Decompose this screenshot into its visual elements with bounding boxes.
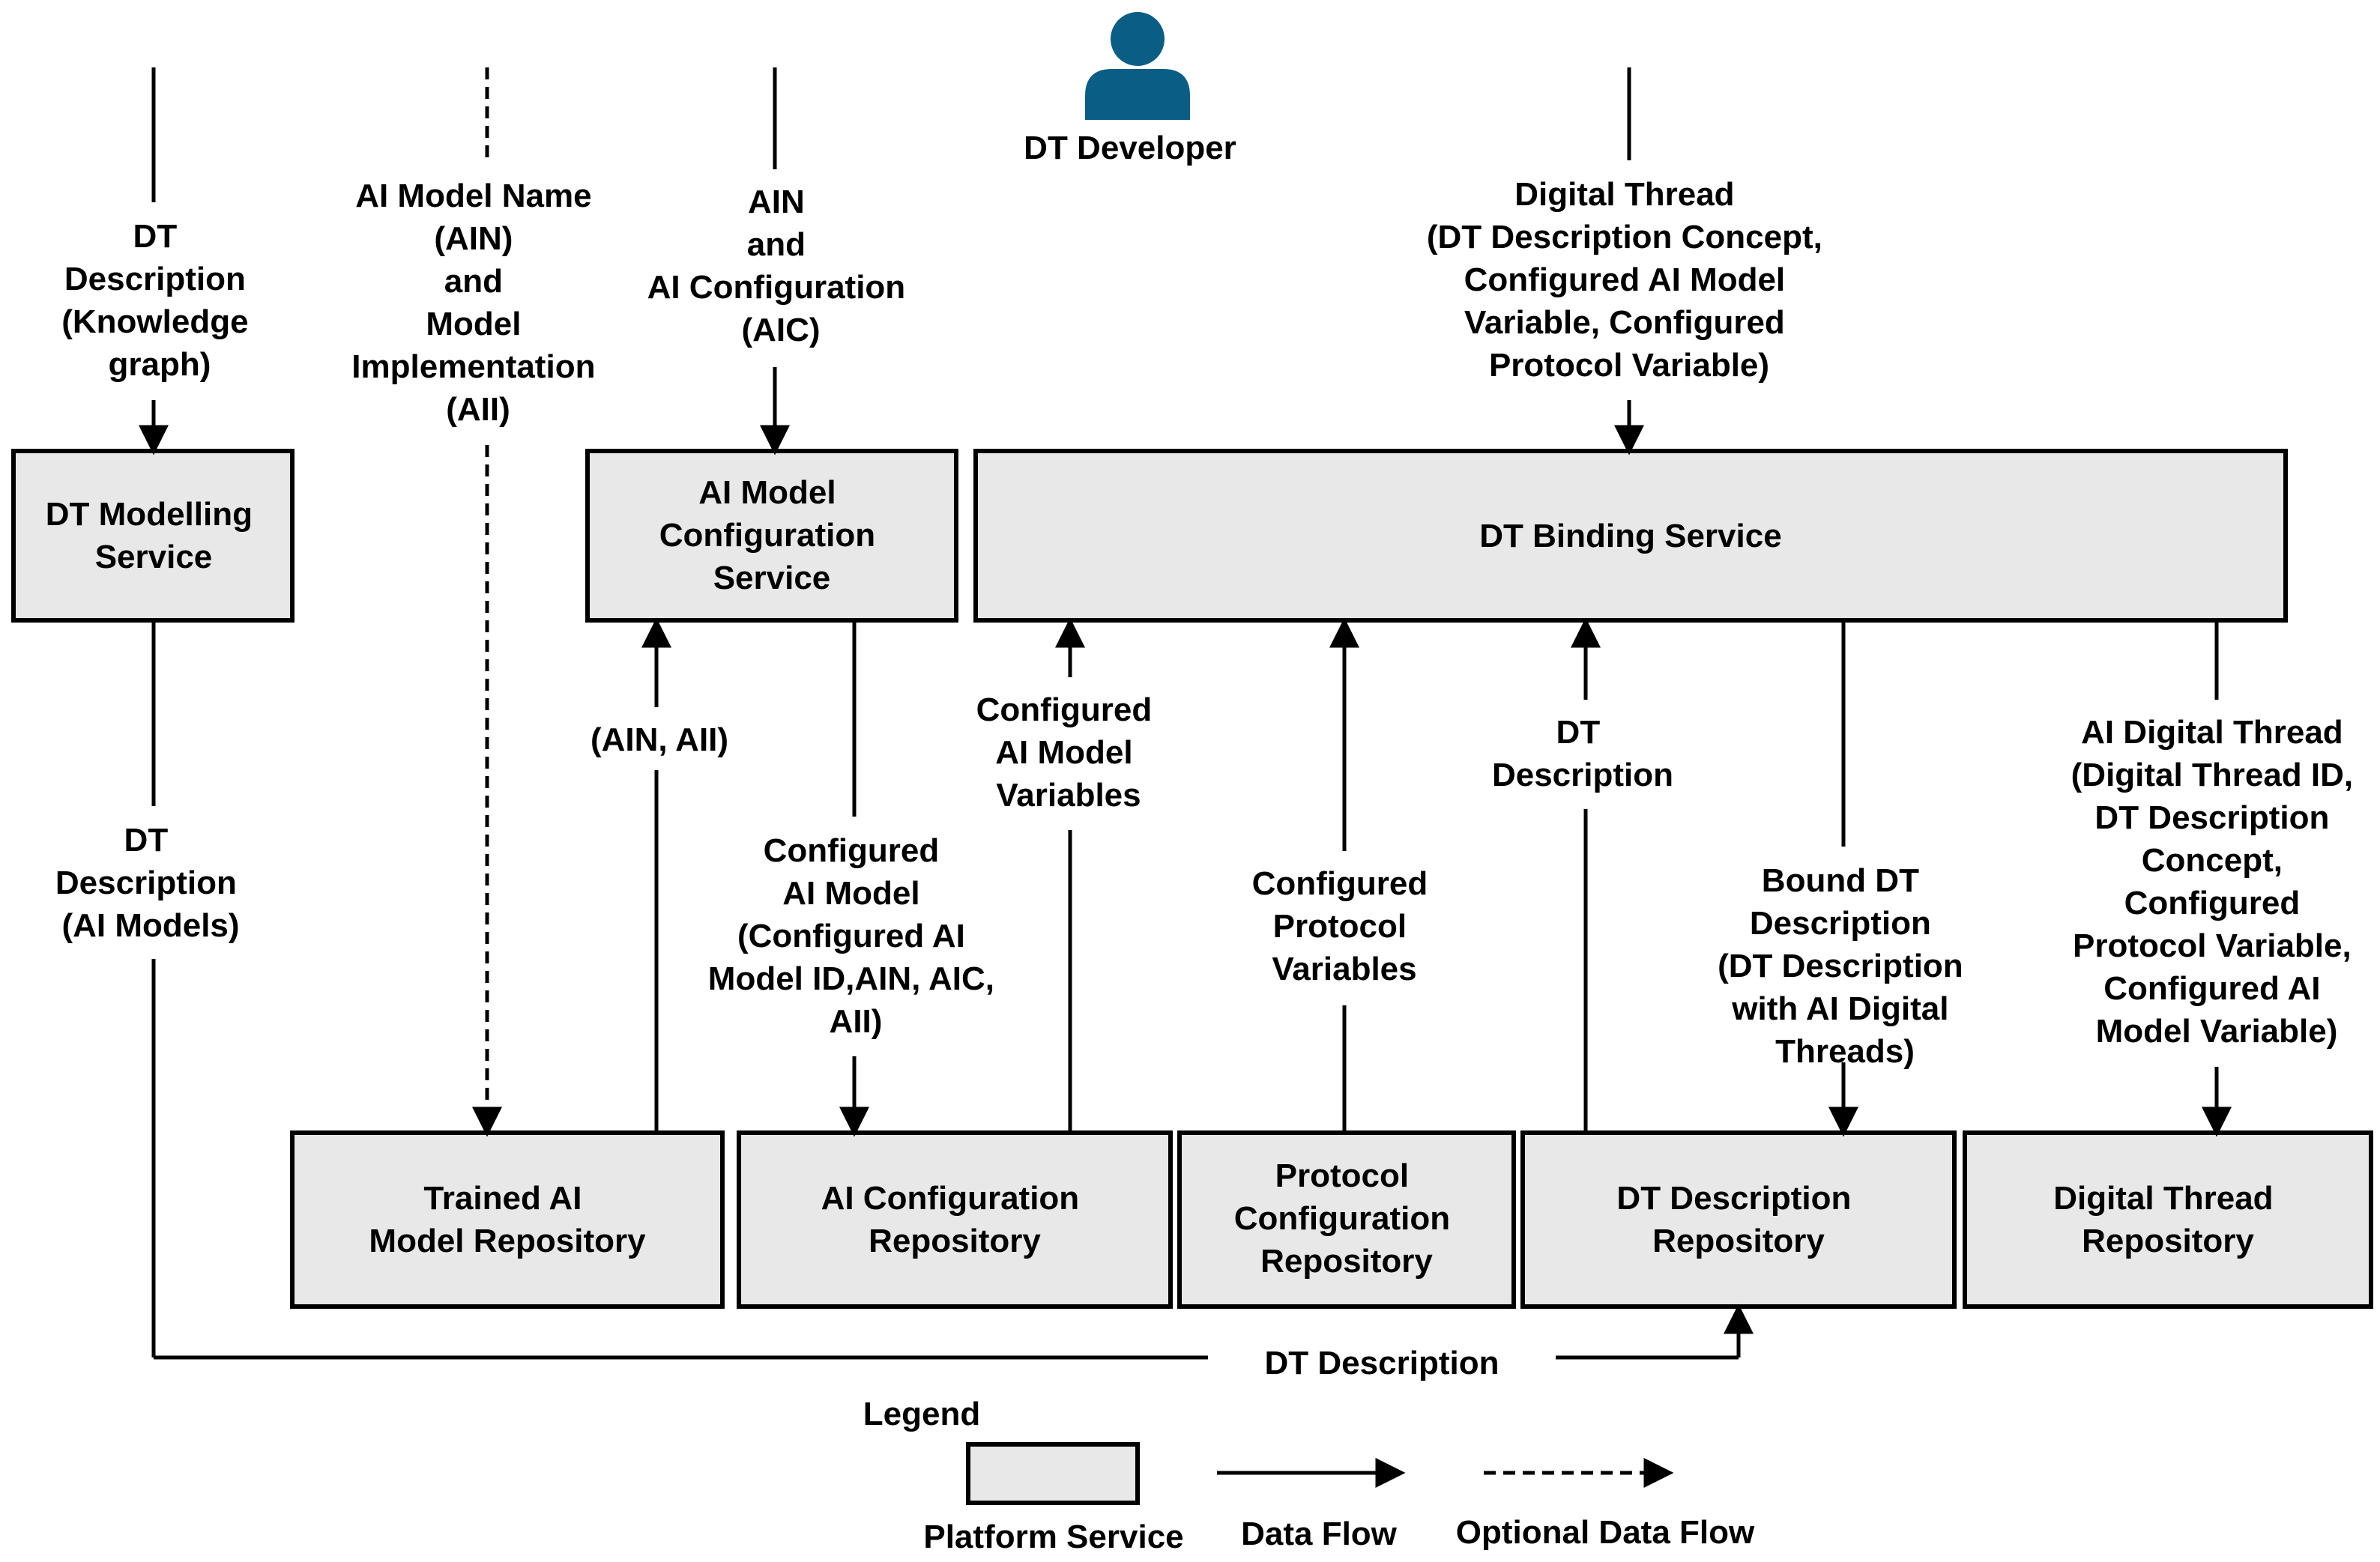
legend-optional-data-flow-label: Optional Data Flow [1456, 1514, 1755, 1551]
flow-ai-model-name-implementation: AI Model Name (AIN) and Model Implementa… [351, 67, 604, 1137]
protocol-configuration-repository-box: Protocol Configuration Repository [1177, 1130, 1516, 1309]
dt-developer-label: DT Developer [1024, 130, 1236, 166]
flow-label-ai-model-name-implementation: AI Model Name (AIN) and Model Implementa… [351, 178, 604, 428]
flow-label-dt-description-knowledge-graph: DT Description (Knowledge graph) [61, 218, 258, 383]
flow-dt-description: DT Description [1492, 617, 1673, 1131]
trained-ai-model-repository-label: Trained AI Model Repository [369, 1180, 646, 1259]
digital-thread-repository-label: Digital Thread Repository [2053, 1180, 2283, 1259]
ai-model-configuration-service-label: AI Model Configuration Service [659, 474, 885, 596]
dt-binding-service-label: DT Binding Service [1479, 518, 1781, 554]
flow-label-ai-digital-thread: AI Digital Thread (Digital Thread ID, DT… [2071, 714, 2363, 1050]
flow-label-configured-ai-model-variables: Configured AI Model Variables [976, 691, 1162, 814]
person-icon [1085, 12, 1190, 120]
legend-platform-service-label: Platform Service [923, 1519, 1183, 1555]
legend-title: Legend [863, 1396, 980, 1432]
protocol-configuration-repository-label: Protocol Configuration Repository [1234, 1157, 1460, 1280]
ai-model-configuration-service-box: AI Model Configuration Service [585, 449, 958, 623]
digital-thread-repository-box: Digital Thread Repository [1963, 1130, 2373, 1309]
flow-configured-ai-model: Configured AI Model (Configured AI Model… [708, 622, 1003, 1137]
flow-dt-description-knowledge-graph: DT Description (Knowledge graph) [61, 67, 258, 455]
dt-description-repository-box: DT Description Repository [1520, 1130, 1957, 1309]
flow-label-dt-description-ai-models: DT Description (AI Models) [55, 822, 246, 944]
flow-configured-protocol-variables: Configured Protocol Variables [1252, 617, 1437, 1131]
flow-label-configured-ai-model: Configured AI Model (Configured AI Model… [708, 832, 1003, 1040]
dt-developer-actor: DT Developer [1024, 12, 1236, 166]
dt-modelling-service-label: DT Modelling Service [46, 496, 262, 575]
flow-bound-dt-description: Bound DT Description (DT Description wit… [1718, 622, 1972, 1137]
dt-binding-service-box: DT Binding Service [973, 449, 2288, 623]
dt-description-repository-label: DT Description Repository [1616, 1180, 1860, 1259]
dt-modelling-service-box: DT Modelling Service [11, 449, 295, 623]
flow-ain-and-aic: AIN and AI Configuration (AIC) [647, 67, 915, 455]
trained-ai-model-repository-box: Trained AI Model Repository [290, 1130, 725, 1309]
person-icon-head [1111, 12, 1165, 66]
legend: Legend Platform Service Data Flow Option… [863, 1396, 1755, 1555]
flow-label-dt-description: DT Description [1492, 714, 1673, 793]
legend-platform-service-swatch [966, 1442, 1140, 1505]
person-icon-body [1085, 69, 1190, 120]
flow-label-digital-thread-input: Digital Thread (DT Description Concept, … [1427, 176, 1831, 384]
flow-label-bound-dt-description: Bound DT Description (DT Description wit… [1718, 862, 1972, 1070]
flow-label-ain-aii: (AIN, AII) [591, 721, 728, 758]
legend-data-flow-label: Data Flow [1241, 1516, 1398, 1552]
flow-ain-aii: (AIN, AII) [591, 617, 728, 1131]
flow-configured-ai-model-variables: Configured AI Model Variables [976, 617, 1162, 1131]
flow-label-ain-and-aic: AIN and AI Configuration (AIC) [647, 184, 915, 348]
flow-digital-thread-input: Digital Thread (DT Description Concept, … [1427, 67, 1831, 455]
flow-ai-digital-thread: AI Digital Thread (Digital Thread ID, DT… [2071, 622, 2363, 1137]
ai-configuration-repository-box: AI Configuration Repository [737, 1130, 1173, 1309]
flow-dt-description-ai-models: DT Description (AI Models) DT Descriptio… [55, 622, 1754, 1381]
ai-configuration-repository-label: AI Configuration Repository [821, 1180, 1089, 1259]
flow-label-dt-description-bottom: DT Description [1265, 1345, 1499, 1381]
flow-label-configured-protocol-variables: Configured Protocol Variables [1252, 865, 1437, 987]
